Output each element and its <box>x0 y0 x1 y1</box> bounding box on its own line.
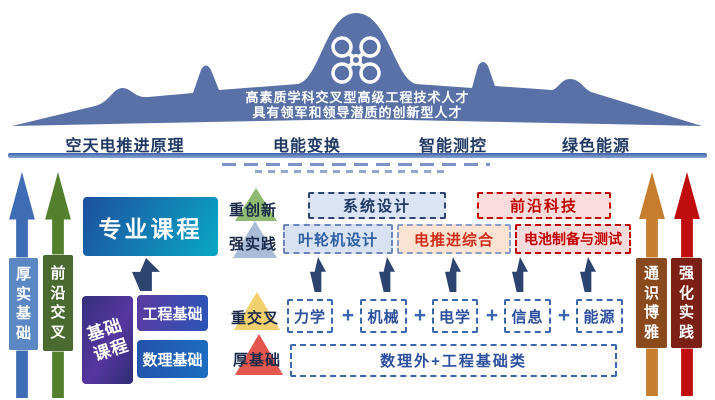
basic-courses-box: 基础 课程 <box>82 296 133 384</box>
up-arrow-4 <box>512 257 528 292</box>
math-foundation-box: 数理基础 <box>137 340 208 378</box>
label-strengthen-practice: 强化实践 <box>671 258 702 348</box>
trait-practice: 强实践 <box>228 236 278 253</box>
up-arrow-courses <box>132 258 160 291</box>
up-arrow-3 <box>445 257 461 292</box>
decorative-dashes-1 <box>222 163 490 166</box>
subject-electricity: 电学 <box>432 299 478 333</box>
talent-goal-line1: 高素质学科交叉型高级工程技术人才 <box>245 90 470 105</box>
foundation-category-box: 数理外+工程基础类 <box>290 344 617 377</box>
trait-cross: 重交叉 <box>230 310 280 327</box>
decorative-dashes-2 <box>255 170 445 173</box>
pillar-aerospace-propulsion: 空天电推进原理 <box>65 138 185 155</box>
divider-line <box>8 153 707 158</box>
module-system-design: 系统设计 <box>308 192 446 219</box>
label-general-knowledge: 通识博雅 <box>636 258 667 348</box>
subject-information: 信息 <box>504 299 551 333</box>
subject-mechanics: 力学 <box>287 299 333 333</box>
plus-sign-3: + <box>485 304 499 327</box>
airplane-silhouette <box>12 13 702 126</box>
pillar-power-conversion: 电能变换 <box>272 138 342 155</box>
module-battery-test: 电池制备与测试 <box>515 224 631 254</box>
plus-sign-1: + <box>341 304 355 327</box>
module-turbomachine-design: 叶轮机设计 <box>283 224 393 254</box>
pillar-smart-measurement: 智能测控 <box>418 138 488 155</box>
engineering-foundation-box: 工程基础 <box>137 295 208 331</box>
subject-machinery: 机械 <box>360 299 407 333</box>
airplane-shape <box>12 13 702 126</box>
talent-goal-line2: 具有领军和领导潜质的创新型人才 <box>252 105 463 120</box>
label-thick-foundation: 厚实基础 <box>9 258 38 350</box>
up-arrow-1 <box>310 257 326 292</box>
module-frontier-tech: 前沿科技 <box>477 192 611 219</box>
label-frontier-cross: 前沿交叉 <box>43 255 73 351</box>
basic-courses-label: 基础 课程 <box>84 315 131 365</box>
drone-icon <box>331 36 381 84</box>
module-epropulsion-synthesis: 电推进综合 <box>397 224 511 254</box>
trait-innovation: 重创新 <box>228 202 278 219</box>
major-courses-box: 专业课程 <box>83 197 218 256</box>
plus-sign-4: + <box>557 304 571 327</box>
trait-foundation: 厚基础 <box>232 352 282 369</box>
plus-sign-2: + <box>413 304 427 327</box>
up-arrow-5 <box>580 257 596 292</box>
pillar-green-energy: 绿色能源 <box>561 138 631 155</box>
subject-energy: 能源 <box>576 299 623 333</box>
up-arrow-2 <box>379 257 395 292</box>
